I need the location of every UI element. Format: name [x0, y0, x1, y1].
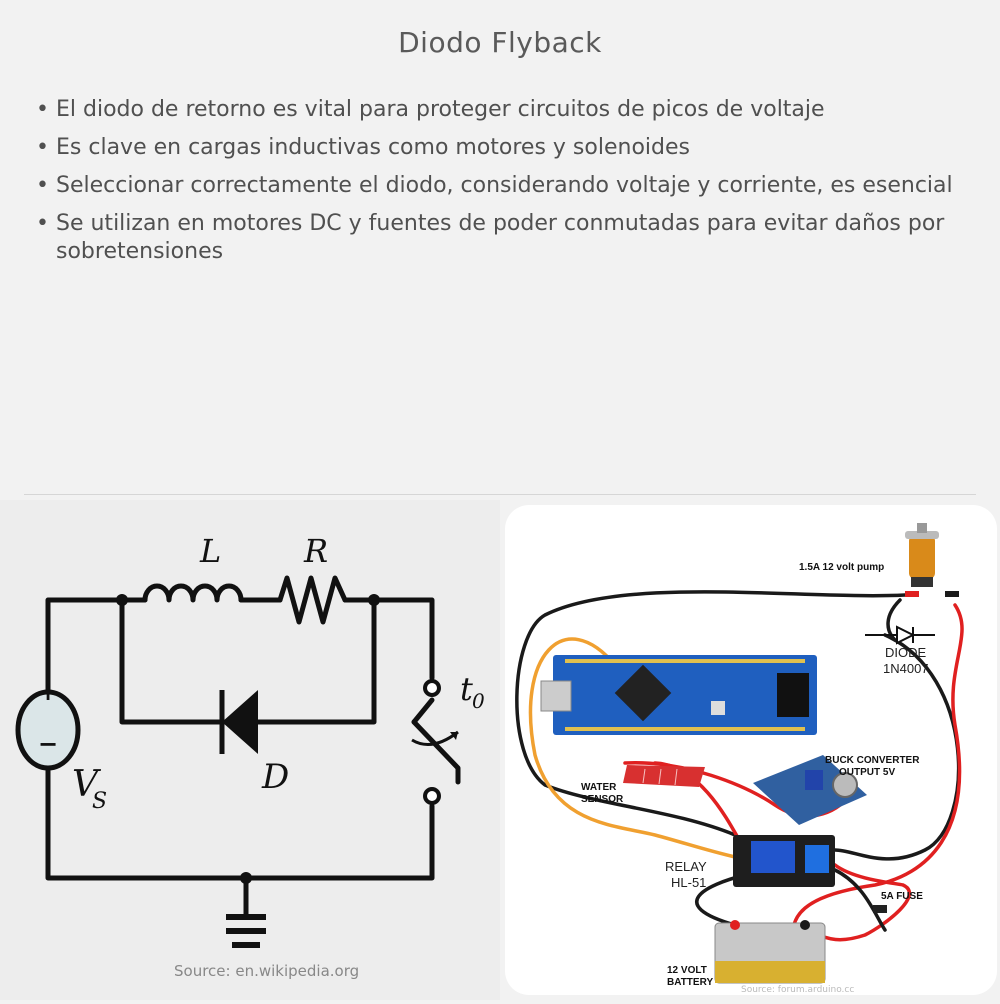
wire-black-pump [515, 590, 907, 837]
node-left [116, 594, 128, 606]
bullet-item: El diodo de retorno es vital para proteg… [36, 96, 966, 124]
bullet-item: Seleccionar correctamente el diodo, cons… [36, 172, 966, 200]
switch-contact-top [423, 679, 441, 697]
diode-label-1: DIODE [885, 645, 927, 660]
source-minus: − [38, 730, 58, 758]
source-plus: + [38, 678, 58, 706]
water-sensor [623, 765, 705, 787]
switch-label: t [460, 670, 473, 708]
diode-symbol [222, 690, 258, 754]
inductor [142, 583, 244, 603]
bullet-item: Se utilizan en motores DC y fuentes de p… [36, 210, 966, 266]
voltage-source [15, 689, 81, 771]
battery-12v [714, 920, 826, 984]
switch-arm-upper [411, 697, 435, 725]
wire-orange [528, 637, 737, 859]
switch-arrow [411, 730, 459, 746]
node-right [368, 594, 380, 606]
relay-label-1: RELAY [665, 859, 707, 874]
wiring-photo-panel: 1.5A 12 volt pump DIODE 1N4007 [505, 505, 997, 995]
relay-label-2: HL-51 [671, 875, 706, 890]
diode-label-2: 1N4007 [883, 661, 929, 676]
wire-red-main [790, 603, 964, 952]
buck-label-2: OUTPUT 5V [839, 767, 895, 778]
pump-label: 1.5A 12 volt pump [799, 562, 884, 573]
source-label: V [72, 764, 102, 805]
fuse-label: 5A FUSE [881, 891, 923, 902]
page-title: Diodo Flyback [398, 26, 602, 59]
relay-hl51 [733, 835, 835, 887]
resistor-label: R [303, 532, 328, 570]
schematic-source-credit: Source: en.wikipedia.org [174, 962, 359, 980]
section-divider [24, 494, 976, 495]
bullet-item: Es clave en cargas inductivas como motor… [36, 134, 966, 162]
wire-bottom [45, 765, 435, 881]
water-label-1: WATER [581, 782, 617, 793]
buck-converter-board [753, 755, 867, 825]
wire-top-left [45, 597, 148, 695]
switch-subscript: 0 [472, 689, 485, 713]
source-subscript: S [92, 789, 107, 814]
resistor [277, 575, 348, 625]
switch-contact-bottom [423, 787, 441, 805]
water-label-2: SENSOR [581, 794, 624, 805]
wire-black-diode [833, 633, 961, 861]
arduino-wiring-illustration: 1.5A 12 volt pump DIODE 1N4007 [515, 523, 964, 995]
wire-top-right [342, 597, 435, 681]
wire-diode-right [255, 597, 377, 725]
buck-label-1: BUCK CONVERTER [825, 755, 920, 766]
switch-blade [411, 719, 461, 785]
wiring-source-credit: Source: forum.arduino.cc [741, 985, 854, 995]
arduino-nano-board [540, 655, 817, 735]
clip-red [905, 591, 919, 597]
wire-diode-left [119, 597, 225, 725]
pump-icon [905, 523, 939, 587]
diode-label: D [261, 757, 289, 797]
diode-1n4007 [865, 625, 935, 645]
flyback-schematic: + − L R D t 0 V S Source: en.wikipedia.o… [15, 532, 485, 980]
battery-label-1: 12 VOLT [667, 965, 707, 976]
clip-black [945, 591, 959, 597]
bullet-list: El diodo de retorno es vital para proteg… [36, 96, 966, 276]
inductor-label: L [199, 532, 221, 570]
fuse-icon [873, 905, 887, 913]
node-ground [240, 872, 252, 884]
battery-label-2: BATTERY [667, 977, 713, 988]
ground-bar [226, 914, 266, 920]
circuit-diagram-panel: + − L R D t 0 V S Source: en.wikipedia.o… [0, 500, 500, 1000]
